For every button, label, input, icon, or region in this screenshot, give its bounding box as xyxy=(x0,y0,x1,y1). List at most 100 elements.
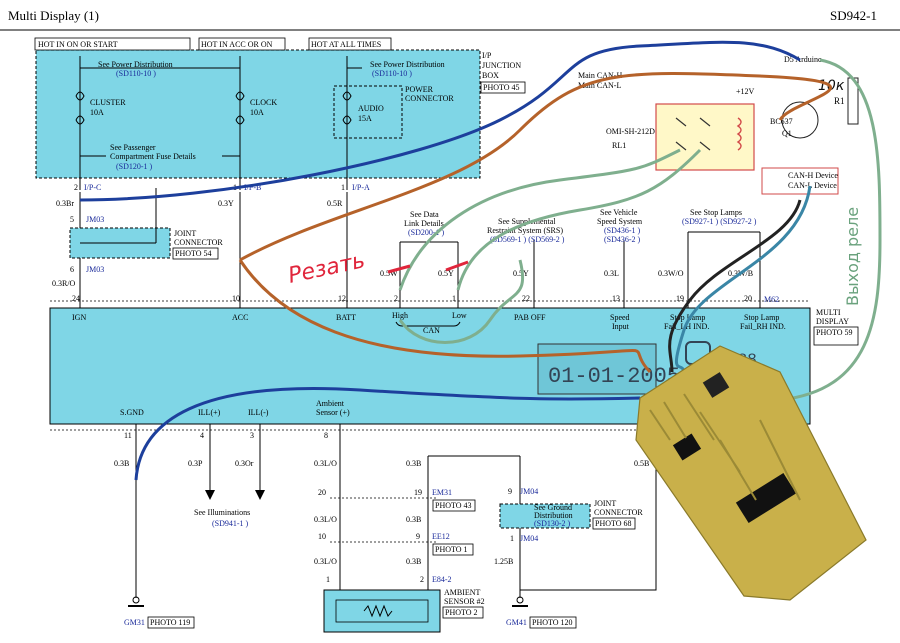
pin-ipb-conn: I/P-B xyxy=(244,183,261,192)
gm41-terminal xyxy=(516,596,524,604)
lcd-date: 01-01-2005 xyxy=(548,364,680,389)
relay-rl1 xyxy=(655,103,755,171)
ee12-photo: PHOTO 1 xyxy=(435,545,468,554)
pcb-chip-small xyxy=(672,433,702,461)
connector-e84: 1 2 E84-2 xyxy=(326,575,452,584)
pin-ipc-conn: I/P-C xyxy=(84,183,101,192)
transistor-q1 xyxy=(781,101,819,139)
wire-can-high: 0.5W xyxy=(380,269,398,278)
gm31-photo-box xyxy=(147,616,195,629)
see-power-1: See Power Distribution xyxy=(98,60,173,69)
joint-top-label-1: JOINT xyxy=(174,229,196,238)
lower-w-amb: 0.3L/O xyxy=(314,459,337,468)
ref-srs-ref: (SD569-1 ) (SD569-2 ) xyxy=(490,235,565,244)
pcb-regulator xyxy=(702,372,730,398)
sensor-photo-box xyxy=(442,606,484,619)
term-ambient-2: Sensor (+) xyxy=(316,408,350,417)
fuse-audio-name: AUDIO xyxy=(358,104,384,113)
wire-w4: 0.3R/O xyxy=(52,279,76,288)
e84-conn: E84-2 xyxy=(432,575,452,584)
connector-em31: 20 19 EM31 PHOTO 43 xyxy=(318,488,476,512)
term-stop-rh-1: Stop Lamp xyxy=(744,313,779,322)
joint-top-pin-bot: 6 xyxy=(70,265,74,274)
joint-connector-bottom-outline xyxy=(499,503,591,529)
bottom-pin-11: 11 xyxy=(124,431,132,440)
e84-p2: 2 xyxy=(420,575,424,584)
display-pin-22: 22 xyxy=(522,294,530,303)
jm04-bot-pin: 1 xyxy=(510,534,514,543)
thermistor-symbol xyxy=(363,604,393,618)
audio-fuse-symbol xyxy=(342,91,352,125)
gm41-label: GM41 xyxy=(506,618,527,627)
lower-w-illp: 0.3P xyxy=(188,459,203,468)
gm31-photo: PHOTO 119 xyxy=(150,618,190,627)
jm04-top: JM04 xyxy=(520,487,538,496)
bottom-pin-8: 8 xyxy=(324,431,328,440)
lower-w-b3: 0.3B xyxy=(406,557,421,566)
fuse-cluster-rating: 10A xyxy=(90,108,104,117)
term-stop-rh-2: Fail_RH IND. xyxy=(740,322,786,331)
ref-vss-ref-2: (SD436-2 ) xyxy=(604,235,641,244)
relay-label: RL1 xyxy=(612,141,626,150)
hot-acc-box xyxy=(198,37,286,51)
display-pin-24: 24 xyxy=(72,294,80,303)
clock-fuse-symbol xyxy=(235,91,245,125)
page-code: SD942-1 xyxy=(830,8,877,23)
jm04-bot: JM04 xyxy=(520,534,538,543)
brown-wire-top xyxy=(239,71,832,262)
ill-plus-arrow xyxy=(205,490,215,500)
cut-marks xyxy=(387,260,469,274)
joint-connector-top-outline xyxy=(69,227,171,259)
wire-w3: 0.5R xyxy=(327,199,343,208)
display-connector: M62 xyxy=(764,295,779,304)
see-passenger-1: See Passenger xyxy=(110,143,156,152)
term-acc: ACC xyxy=(232,313,248,322)
e84-p1: 1 xyxy=(326,575,330,584)
gm41-photo: PHOTO 120 xyxy=(532,618,573,627)
pcb-chip-main xyxy=(735,472,797,524)
black-wire xyxy=(668,199,802,373)
fuse-audio-rating: 15A xyxy=(358,114,372,123)
ref-stop-ref: (SD927-1 ) (SD927-2 ) xyxy=(682,217,757,226)
junction-box-label-2: JUNCTION xyxy=(482,61,521,70)
ee12-p1: 10 xyxy=(318,532,326,541)
lower-w-amb3: 0.3L/O xyxy=(314,557,337,566)
ref-data-link-1: See Data xyxy=(410,210,439,219)
junction-box-label-1: I/P xyxy=(482,51,492,60)
pcb-traces xyxy=(649,393,801,501)
bottom-pin-3: 3 xyxy=(250,431,254,440)
display-pin-19: 19 xyxy=(676,294,684,303)
lower-w-gnd: 1.25B xyxy=(494,557,513,566)
junction-photo: PHOTO 45 xyxy=(483,83,520,92)
see-illum: See Illuminations xyxy=(194,508,250,517)
lower-w-amb2: 0.3L/O xyxy=(314,515,337,524)
green-wire-can-low xyxy=(456,148,702,291)
can-device-box xyxy=(761,167,839,195)
lower-w-illm: 0.3Or xyxy=(235,459,254,468)
ref-vss-1: See Vehicle xyxy=(600,208,638,217)
term-ill-minus: ILL(-) xyxy=(248,408,269,417)
gm41-photo-box xyxy=(529,616,577,629)
term-ign: IGN xyxy=(72,313,86,322)
sensor-photo: PHOTO 2 xyxy=(445,608,478,617)
ee12-photo-box xyxy=(432,543,474,556)
joint-top-conn-bot: JM03 xyxy=(86,265,104,274)
blue-wire-bottom xyxy=(134,386,641,481)
relay-part: OMI-SH-212D xyxy=(606,127,655,136)
joint-top-photo: PHOTO 54 xyxy=(175,249,212,258)
display-pin-12: 12 xyxy=(338,294,346,303)
pin-ipa-conn: I/P-A xyxy=(352,183,370,192)
display-label-2: DISPLAY xyxy=(816,317,849,326)
pin-ipc-num: 2 xyxy=(74,183,78,192)
hot-start-box xyxy=(34,37,191,51)
brown-wire-bottom xyxy=(238,259,652,374)
display-pin-2: 2 xyxy=(394,294,398,303)
em31-photo: PHOTO 43 xyxy=(435,501,472,510)
lower-w-b1: 0.3B xyxy=(406,459,421,468)
em31-conn: EM31 xyxy=(432,488,452,497)
ground-gm41: GM41 PHOTO 120 xyxy=(506,596,577,629)
d5-label: D5 Arduino xyxy=(784,55,822,64)
joint-top-photo-box xyxy=(172,247,219,260)
